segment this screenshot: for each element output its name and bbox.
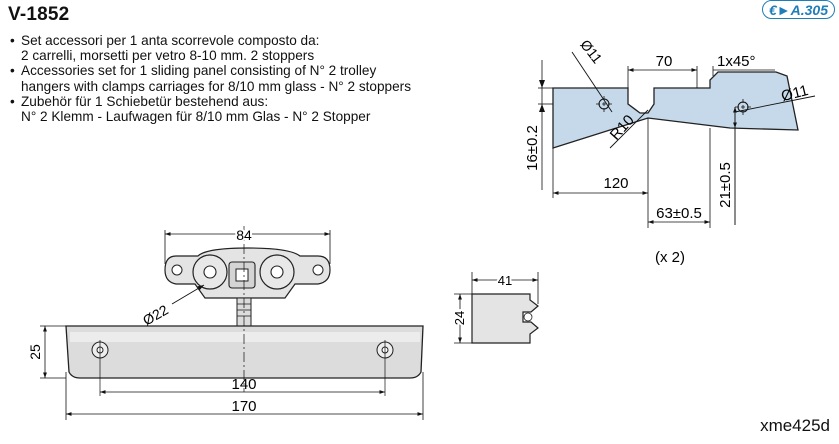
description-english: • Accessories set for 1 sliding panel co… xyxy=(10,63,500,93)
glass-panel-shape xyxy=(552,71,799,149)
description-german: • Zubehör für 1 Schiebetür bestehend aus… xyxy=(10,94,500,124)
trolley-width-84-label: 84 xyxy=(236,227,252,243)
glass-length-120-label: 120 xyxy=(603,175,628,192)
trolley-height-25-label: 25 xyxy=(27,344,43,360)
catalog-reference-badge[interactable]: €►A.305 xyxy=(761,0,835,19)
stopper-width-41-label: 41 xyxy=(498,273,512,288)
trolley-length-170-label: 170 xyxy=(231,398,256,415)
glass-height-label: 16±0.2 xyxy=(524,125,541,171)
stopper-height-24-label: 24 xyxy=(452,311,467,325)
glass-width-70-label: 70 xyxy=(656,53,673,70)
trolley-drawing: 84 Ø22 25 140 170 xyxy=(27,225,424,420)
bullet-icon: • xyxy=(10,93,15,109)
bullet-icon: • xyxy=(10,63,15,79)
description-line: 2 carrelli, morsetti per vetro 8-10 mm. … xyxy=(21,48,315,64)
trolley-wheel-diameter-label: Ø22 xyxy=(140,301,171,328)
quantity-label: (x 2) xyxy=(655,249,685,266)
glass-hole-diameter-left-label: Ø11 xyxy=(577,36,605,66)
description-line: hangers with clamps carriages for 8/10 m… xyxy=(21,78,411,94)
stopper-shape xyxy=(471,293,539,344)
glass-offset-21-label: 21±0.5 xyxy=(717,162,734,208)
description-italian: • Set accessori per 1 anta scorrevole co… xyxy=(10,33,500,63)
glass-cutout-drawing: Ø11 Ø11 R10 70 1x45° 16±0.2 120 63±0.5 xyxy=(524,36,816,266)
stopper-drawing: 41 24 xyxy=(450,271,539,344)
description-line: N° 2 Klemm - Laufwagen für 8/10 mm Glas … xyxy=(21,109,371,125)
glass-offset-63-label: 63±0.5 xyxy=(656,205,702,222)
product-code: V-1852 xyxy=(8,4,70,25)
glass-hole-diameter-right-label: Ø11 xyxy=(779,82,810,105)
description-line: Zubehör für 1 Schiebetür bestehend aus: xyxy=(21,93,269,109)
drawing-reference-code: xme425d xyxy=(760,416,830,435)
glass-chamfer-label: 1x45° xyxy=(717,53,756,70)
bullet-icon: • xyxy=(10,33,15,48)
description-line: Set accessori per 1 anta scorrevole comp… xyxy=(21,33,320,48)
description-line: Accessories set for 1 sliding panel cons… xyxy=(21,63,377,79)
product-description: • Set accessori per 1 anta scorrevole co… xyxy=(10,33,500,124)
trolley-length-140-label: 140 xyxy=(231,376,256,393)
